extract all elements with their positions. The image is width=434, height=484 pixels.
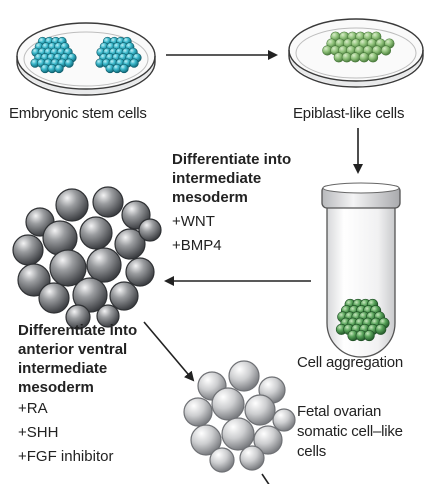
arrow-mesoderm-to-ovarian xyxy=(143,321,195,382)
step-2-factor-shh: +SHH xyxy=(18,424,59,441)
step-2-title-line-2: anterior ventral xyxy=(18,341,128,358)
fetal-ovarian-somatic-aggregate xyxy=(183,360,296,473)
label-embryonic-stem-cells: Embryonic stem cells xyxy=(9,105,147,122)
mesoderm-cell xyxy=(49,249,87,287)
stem-cell xyxy=(129,58,139,68)
step-2-block: Differentiate into anterior ventral inte… xyxy=(18,321,137,468)
step-2-factor-fgf-inhibitor: +FGF inhibitor xyxy=(18,448,114,465)
stem-cell xyxy=(54,63,64,74)
mesoderm-cell xyxy=(114,228,146,260)
step-2-title-line-4: mesoderm xyxy=(18,379,94,396)
step-1-title-line-3: mesoderm xyxy=(172,189,248,206)
ovarian-cell xyxy=(244,394,276,426)
label-epiblast-like-cells: Epiblast-like cells xyxy=(293,105,405,122)
aggregate-cell xyxy=(375,323,387,335)
mesoderm-cell xyxy=(72,277,108,313)
ovarian-cell xyxy=(183,397,213,427)
mesoderm-cell xyxy=(65,304,91,330)
aggregate-cell xyxy=(363,330,375,342)
ovarian-cell xyxy=(228,360,260,392)
mesoderm-cell xyxy=(96,304,120,328)
step-1-title-line-2: intermediate xyxy=(172,170,262,187)
label-fetal-ovarian-line-2: somatic cell–like xyxy=(297,423,403,440)
step-2-title-line-3: intermediate xyxy=(18,360,108,377)
mesoderm-cell xyxy=(125,257,155,287)
stem-cell xyxy=(64,58,74,68)
epiblast-cell-colony xyxy=(322,31,395,63)
epiblast-cell xyxy=(358,52,370,63)
ovarian-cell xyxy=(221,417,255,451)
mesoderm-cell xyxy=(17,263,51,297)
cell-aggregate xyxy=(335,298,390,342)
ovarian-cell xyxy=(272,408,296,432)
epiblast-cell xyxy=(367,52,379,63)
label-fetal-ovarian-line-3: cells xyxy=(297,443,327,460)
mesoderm-cell xyxy=(92,186,124,218)
step-2-title-line-1: Differentiate into xyxy=(18,322,138,339)
ovarian-cell xyxy=(209,447,235,473)
ovarian-cell xyxy=(211,387,245,421)
ovarian-cell xyxy=(190,424,222,456)
mesoderm-cell xyxy=(38,282,70,314)
step-1-title-line-1: Differentiate into xyxy=(172,151,292,168)
stem-cell xyxy=(119,63,129,74)
label-fetal-ovarian: Fetal ovarian somatic cell–like cells xyxy=(297,402,403,462)
ovarian-cell xyxy=(253,425,283,455)
step-1-factor-wnt: +WNT xyxy=(172,213,215,230)
mesoderm-cell xyxy=(138,218,162,242)
ovarian-cell xyxy=(239,445,265,471)
epiblast-cell xyxy=(380,45,392,56)
label-cell-aggregation: Cell aggregation xyxy=(297,354,404,371)
step-2-factor-ra: +RA xyxy=(18,400,48,417)
petri-dish-epiblast xyxy=(288,18,424,88)
step-1-block: Differentiate into intermediate mesoderm… xyxy=(172,150,291,257)
mesoderm-cell xyxy=(79,216,113,250)
arrow-continuation xyxy=(261,473,270,484)
stem-cell-colony-right xyxy=(95,36,142,74)
intermediate-mesoderm-aggregate xyxy=(12,186,162,330)
petri-dish-embryonic xyxy=(16,22,156,96)
mesoderm-cell xyxy=(55,188,89,222)
label-fetal-ovarian-line-1: Fetal ovarian xyxy=(297,403,382,420)
step-1-factor-bmp4: +BMP4 xyxy=(172,237,222,254)
mesoderm-cell xyxy=(86,247,122,283)
epiblast-cell xyxy=(350,52,361,63)
mesoderm-cell xyxy=(109,281,139,311)
mesoderm-cell xyxy=(12,234,44,266)
test-tube xyxy=(321,182,401,358)
stem-cell-colony-left xyxy=(30,36,77,74)
